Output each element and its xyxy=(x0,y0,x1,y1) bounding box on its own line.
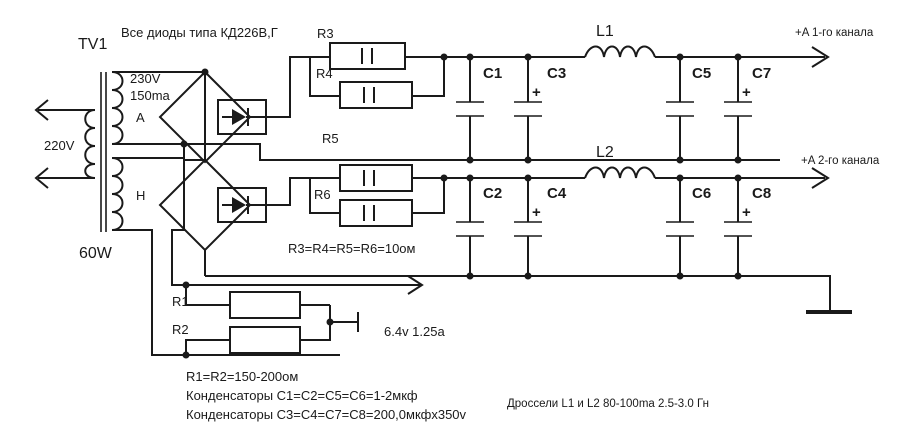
label-winding-h: H xyxy=(136,188,145,203)
label-sec-voltage: 230V xyxy=(130,71,161,86)
secondary-winding-h xyxy=(111,157,124,231)
label-chokes: Дроссели L1 и L2 80-100ma 2.5-3.0 Гн xyxy=(507,398,709,410)
label-caps1: Конденсаторы C1=C2=C5=C6=1-2мкф xyxy=(186,388,418,403)
r3-marks xyxy=(361,48,373,64)
resistor-r2 xyxy=(229,326,301,354)
bridge-2-positive-out xyxy=(250,177,310,206)
r5-marks xyxy=(363,170,375,186)
label-caps2: Конденсаторы C3=C4=C7=C8=200,0мкфх350v xyxy=(186,407,467,422)
label-r3: R3 xyxy=(317,26,334,41)
bridge-2-diode-triangle xyxy=(232,197,246,213)
label-r1r2-values: R1=R2=150-200ом xyxy=(186,369,298,384)
label-c8: C8 xyxy=(752,185,771,202)
primary-lower-arrowhead xyxy=(34,167,49,189)
capacitor-c6 xyxy=(666,178,694,276)
r6-marks xyxy=(363,205,375,221)
label-r1: R1 xyxy=(172,294,189,309)
resistor-r1 xyxy=(229,291,301,319)
capacitor-c5 xyxy=(666,57,694,160)
label-sec-current: 150ma xyxy=(130,88,171,103)
label-r6: R6 xyxy=(314,187,331,202)
capacitor-c3 xyxy=(514,57,542,160)
plus-c3: + xyxy=(532,84,541,101)
capacitor-c4 xyxy=(514,178,542,276)
resistor-r3 xyxy=(329,42,406,70)
label-c3: C3 xyxy=(547,65,566,82)
bridge-1-positive-out xyxy=(250,56,310,118)
bridge-1-diode-triangle xyxy=(232,109,246,125)
label-tv1: TV1 xyxy=(78,36,107,53)
resistor-r6 xyxy=(339,199,413,227)
capacitor-c1 xyxy=(456,57,484,160)
junction-dots xyxy=(180,53,742,359)
r4-marks xyxy=(363,87,375,103)
label-r4: R4 xyxy=(316,66,333,81)
label-c7: C7 xyxy=(752,65,771,82)
heater-output-arrowhead xyxy=(407,275,424,295)
capacitor-c2 xyxy=(456,178,484,276)
secondary-winding-a xyxy=(111,71,124,145)
channel-2-arrowhead xyxy=(811,167,830,189)
resistor-r4 xyxy=(339,81,413,109)
primary-upper-arrowhead xyxy=(34,99,49,121)
primary-arrows xyxy=(34,99,95,189)
r1-lead-bend xyxy=(185,285,230,306)
r4-lead-right xyxy=(412,57,445,97)
label-r2: R2 xyxy=(172,322,189,337)
r2-lead-left xyxy=(185,339,230,355)
label-out-a2: +A 2-го канала xyxy=(801,155,880,167)
common-line-r5 xyxy=(184,143,780,161)
label-diodes-note: Все диоды типа КД226В,Г xyxy=(121,25,278,40)
primary-winding xyxy=(84,109,96,179)
inductor-l2 xyxy=(584,166,656,179)
plus-c7: + xyxy=(742,84,751,101)
r6-lead-right xyxy=(412,178,445,214)
ground-line xyxy=(205,275,831,312)
label-out-a1: +A 1-го канала xyxy=(795,27,874,39)
label-winding-a: A xyxy=(136,110,145,125)
r2-lead-right xyxy=(300,305,331,341)
resistor-r5 xyxy=(339,164,413,192)
winding-h-bottom-lead xyxy=(112,229,186,356)
inductor-l1 xyxy=(584,45,656,58)
label-heater-out: 6.4v 1.25a xyxy=(384,324,445,339)
plus-c8: + xyxy=(742,204,751,221)
plus-c4: + xyxy=(532,204,541,221)
label-res-values: R3=R4=R5=R6=10ом xyxy=(288,241,416,256)
capacitor-c8 xyxy=(724,178,752,276)
r6-lead-left xyxy=(309,178,340,214)
label-c6: C6 xyxy=(692,185,711,202)
r4-lead-left xyxy=(309,57,340,97)
label-l1: L1 xyxy=(596,23,614,40)
label-primary: 220V xyxy=(44,138,75,153)
label-c5: C5 xyxy=(692,65,711,82)
label-r5: R5 xyxy=(322,131,339,146)
label-c1: C1 xyxy=(483,65,502,82)
label-l2: L2 xyxy=(596,144,614,161)
capacitor-c7 xyxy=(724,57,752,160)
channel-1-arrowhead xyxy=(811,46,830,68)
label-c2: C2 xyxy=(483,185,502,202)
label-c4: C4 xyxy=(547,185,567,202)
label-power: 60W xyxy=(79,245,113,262)
